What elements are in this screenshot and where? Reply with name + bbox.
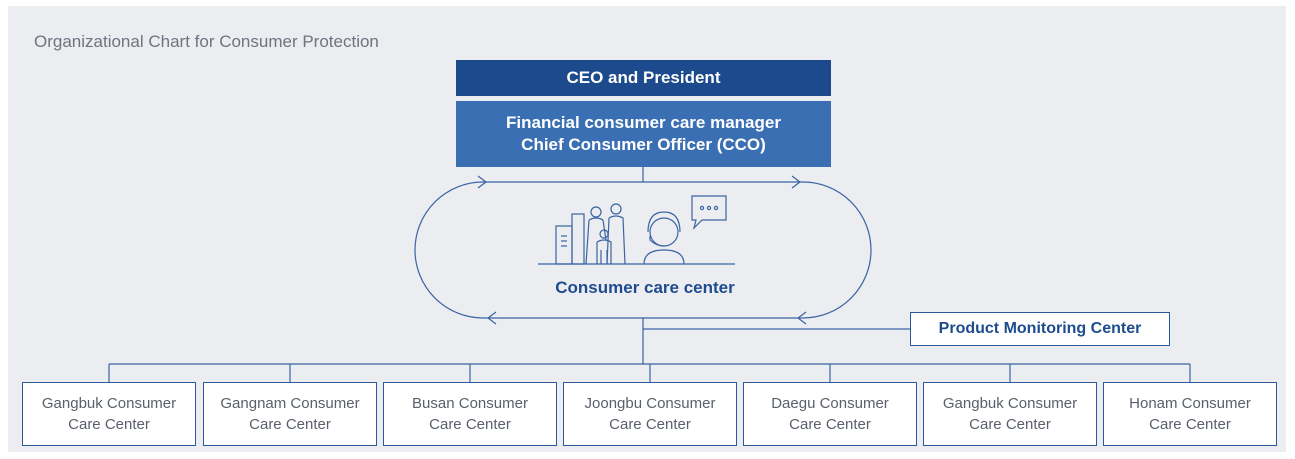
center-line2: Care Center xyxy=(789,416,871,433)
center-line1: Daegu Consumer xyxy=(771,395,889,412)
building-icon xyxy=(555,213,585,265)
care-cycle-loop xyxy=(414,181,872,319)
cco-box: Financial consumer care manager Chief Co… xyxy=(456,101,831,167)
cco-line2: Chief Consumer Officer (CCO) xyxy=(521,135,766,154)
care-center-label: Consumer care center xyxy=(555,278,735,297)
regional-center-box: Gangnam Consumer Care Center xyxy=(203,382,377,446)
operator-headset-icon xyxy=(643,211,685,265)
center-line2: Care Center xyxy=(68,416,150,433)
ceo-box: CEO and President xyxy=(456,60,831,96)
center-line2: Care Center xyxy=(249,416,331,433)
center-line1: Gangbuk Consumer xyxy=(942,395,1078,412)
center-line1: Gangnam Consumer xyxy=(220,395,360,412)
family-icon xyxy=(585,203,626,265)
chart-title: Organizational Chart for Consumer Protec… xyxy=(34,32,379,51)
arrow-top-right xyxy=(791,175,801,189)
cco-line1: Financial consumer care manager xyxy=(506,113,781,132)
center-line2: Care Center xyxy=(609,416,691,433)
center-line2: Care Center xyxy=(429,416,511,433)
arrow-top-left xyxy=(477,175,487,189)
arrow-bottom-right xyxy=(797,311,807,325)
product-monitoring-center-label: Product Monitoring Center xyxy=(938,320,1142,337)
center-line2: Care Center xyxy=(969,416,1051,433)
regional-center-box: Gangbuk Consumer Care Center xyxy=(22,382,196,446)
regional-center-box: Daegu Consumer Care Center xyxy=(743,382,917,446)
regional-center-box: Gangbuk Consumer Care Center xyxy=(923,382,1097,446)
arrow-bottom-left xyxy=(487,311,497,325)
center-line1: Joongbu Consumer xyxy=(584,395,716,412)
regional-center-box: Joongbu Consumer Care Center xyxy=(563,382,737,446)
center-line1: Gangbuk Consumer xyxy=(41,395,177,412)
regional-center-box: Busan Consumer Care Center xyxy=(383,382,557,446)
product-monitoring-center-box: Product Monitoring Center xyxy=(910,312,1170,346)
center-line1: Honam Consumer xyxy=(1129,395,1251,412)
chat-bubble-icon xyxy=(691,195,727,230)
regional-center-box: Honam Consumer Care Center xyxy=(1103,382,1277,446)
ceo-label: CEO and President xyxy=(566,68,721,87)
center-line2: Care Center xyxy=(1149,416,1231,433)
care-center-illustration xyxy=(538,195,735,265)
center-line1: Busan Consumer xyxy=(412,395,528,412)
